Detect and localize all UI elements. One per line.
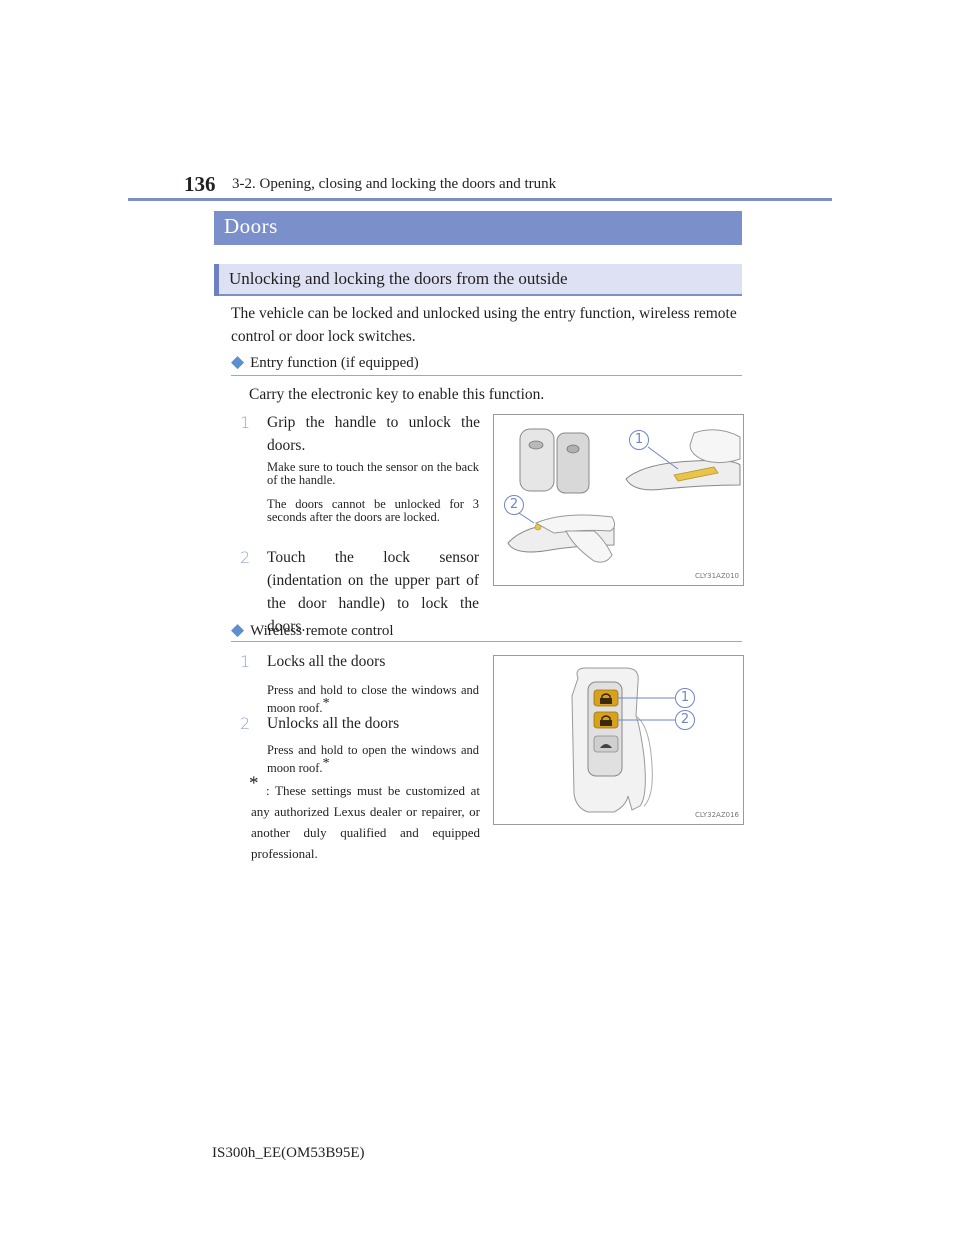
remote-heading: ◆ Wireless remote control — [231, 620, 394, 640]
diamond-icon: ◆ — [231, 620, 245, 640]
chapter-title: 3-2. Opening, closing and locking the do… — [232, 176, 557, 192]
entry-heading: ◆ Entry function (if equipped) — [231, 352, 419, 372]
subsection-bar — [214, 264, 742, 296]
callout-2: 2 — [675, 710, 695, 730]
figure-code: CLY31AZ010 — [695, 572, 739, 580]
diamond-icon: ◆ — [231, 352, 245, 372]
asterisk-mark: * — [322, 696, 330, 711]
asterisk-mark: * — [322, 756, 330, 771]
subsection-title: Unlocking and locking the doors from the… — [229, 269, 568, 288]
remote-step-2-text: Unlocks all the doors — [267, 715, 400, 732]
page-number: 136 — [184, 172, 216, 196]
section-title: Doors — [224, 214, 278, 238]
entry-step-1-note-2: The doors cannot be unlocked for 3 secon… — [267, 497, 479, 524]
callout-2: 2 — [504, 495, 524, 515]
step-number: 2 — [240, 714, 251, 733]
key-fob-illustration — [571, 667, 676, 813]
step-number: 2 — [240, 548, 251, 567]
remote-heading-text: Wireless remote control — [250, 623, 394, 639]
entry-rule — [231, 375, 742, 376]
entry-function-figure: 1 2 CLY31AZ010 — [493, 414, 744, 586]
footnote-text: : These settings must be customized at a… — [251, 783, 480, 861]
remote-rule — [231, 641, 742, 642]
figure-code: CLY32AZ016 — [695, 811, 739, 819]
step-number: 1 — [240, 652, 251, 671]
footnote-mark: * — [249, 773, 259, 794]
entry-step-2-text: Touch the lock sensor (indentation on th… — [267, 549, 479, 635]
entry-lead: Carry the electronic key to enable this … — [249, 386, 545, 403]
section-bar — [214, 211, 742, 245]
remote-step-1-text: Locks all the doors — [267, 653, 386, 670]
subsection-accent — [214, 264, 219, 296]
step-number: 1 — [240, 413, 251, 432]
door-handle-illustration — [507, 428, 741, 563]
header-rule — [128, 198, 832, 201]
callout-1: 1 — [629, 430, 649, 450]
footer-model-code: IS300h_EE(OM53B95E) — [212, 1145, 365, 1161]
entry-step-1-text: Grip the handle to unlock the doors. — [267, 414, 480, 454]
remote-step-1-note: Press and hold to close the windows and … — [267, 683, 479, 716]
callout-1: 1 — [675, 688, 695, 708]
remote-figure: 1 2 CLY32AZ016 — [493, 655, 744, 825]
entry-heading-text: Entry function (if equipped) — [250, 355, 419, 371]
remote-step-2-note: Press and hold to open the windows and m… — [267, 743, 479, 776]
intro-paragraph: The vehicle can be locked and unlocked u… — [231, 305, 737, 345]
entry-step-1-note-1: Make sure to touch the sensor on the bac… — [267, 460, 479, 487]
